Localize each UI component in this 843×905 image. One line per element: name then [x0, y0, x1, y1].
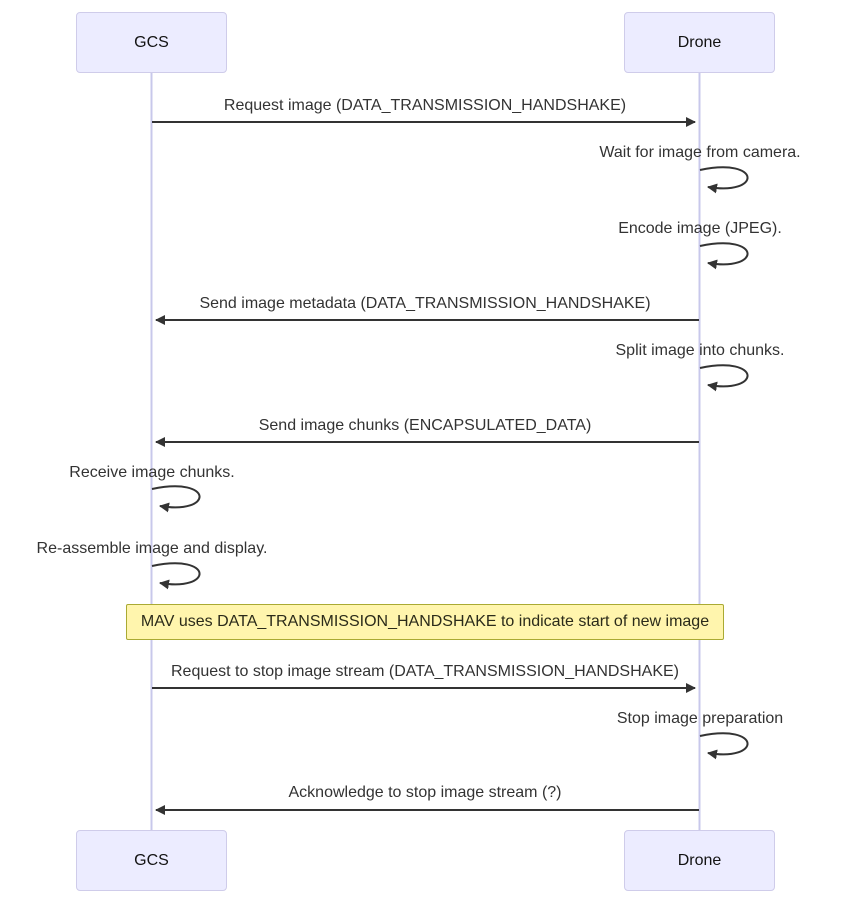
self-loop-receive-chunks — [151, 485, 201, 513]
self-loop-encode-image — [699, 242, 749, 270]
actor-gcs-bottom: GCS — [76, 830, 227, 891]
self-message-label-split: Split image into chunks. — [615, 342, 785, 359]
self-loop-reassemble — [151, 562, 201, 590]
actor-drone-top: Drone — [624, 12, 775, 73]
self-message-label-stop-prep: Stop image preparation — [616, 710, 784, 727]
actor-gcs-top: GCS — [76, 12, 227, 73]
message-label-send-chunks: Send image chunks (ENCAPSULATED_DATA) — [258, 417, 592, 434]
self-loop-stop-preparation — [699, 732, 749, 760]
self-loop-wait-for-image — [699, 166, 749, 194]
message-label-request-stop: Request to stop image stream (DATA_TRANS… — [171, 663, 679, 680]
self-loop-split-image — [699, 364, 749, 392]
self-message-label-encode: Encode image (JPEG). — [618, 220, 782, 237]
actor-drone-bottom: Drone — [624, 830, 775, 891]
note-handshake: MAV uses DATA_TRANSMISSION_HANDSHAKE to … — [126, 604, 724, 640]
message-label-acknowledge: Acknowledge to stop image stream (?) — [288, 784, 562, 801]
self-message-label-receive: Receive image chunks. — [69, 464, 235, 481]
self-message-label-wait-image: Wait for image from camera. — [599, 144, 801, 161]
message-label-request-image: Request image (DATA_TRANSMISSION_HANDSHA… — [223, 97, 627, 114]
self-message-label-reassemble: Re-assemble image and display. — [36, 540, 268, 557]
note-label: MAV uses DATA_TRANSMISSION_HANDSHAKE to … — [140, 613, 710, 630]
message-label-send-metadata: Send image metadata (DATA_TRANSMISSION_H… — [199, 295, 651, 312]
